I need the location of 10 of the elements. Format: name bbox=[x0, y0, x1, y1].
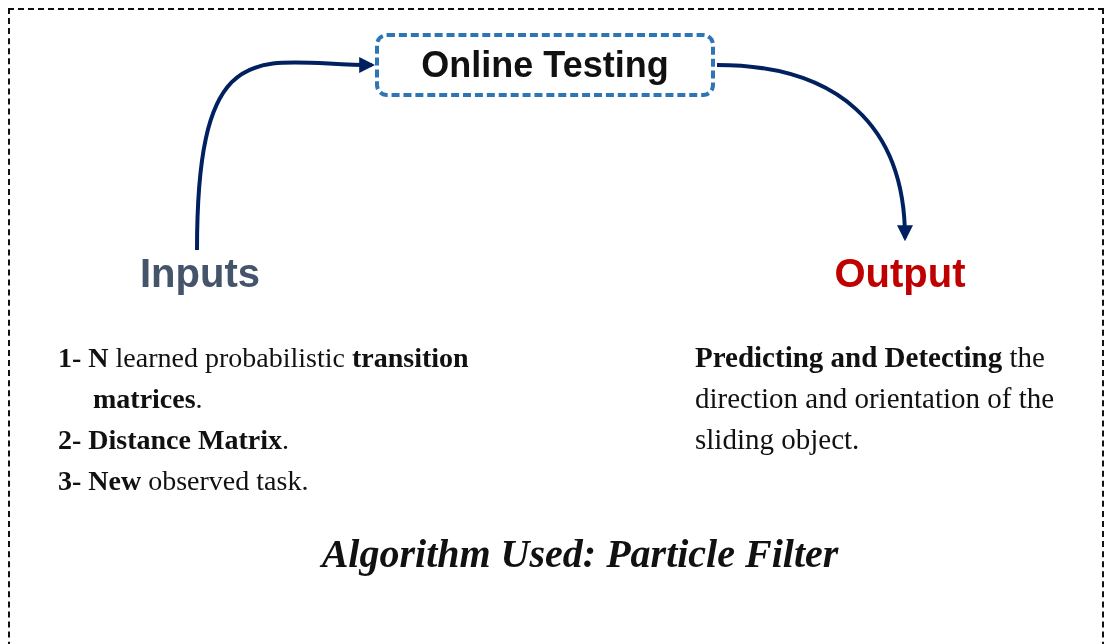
curved-arrow bbox=[195, 56, 376, 251]
heading-text: Inputs bbox=[120, 250, 280, 296]
dashed-process-box: Online Testing bbox=[375, 33, 715, 97]
description-text: Predicting and Detecting the direction and orientation of the sliding object. bbox=[695, 340, 1056, 457]
list-item: 2- Distance Matrix. bbox=[58, 423, 290, 457]
caption-text: Algorithm Used: Particle Filter bbox=[318, 530, 840, 577]
list-item: 1- N learned probabilistic transition matrices. bbox=[58, 341, 470, 416]
curved-arrow bbox=[716, 63, 913, 242]
heading-text: Output bbox=[815, 250, 985, 296]
list-item: 3- New observed task. bbox=[58, 464, 310, 498]
